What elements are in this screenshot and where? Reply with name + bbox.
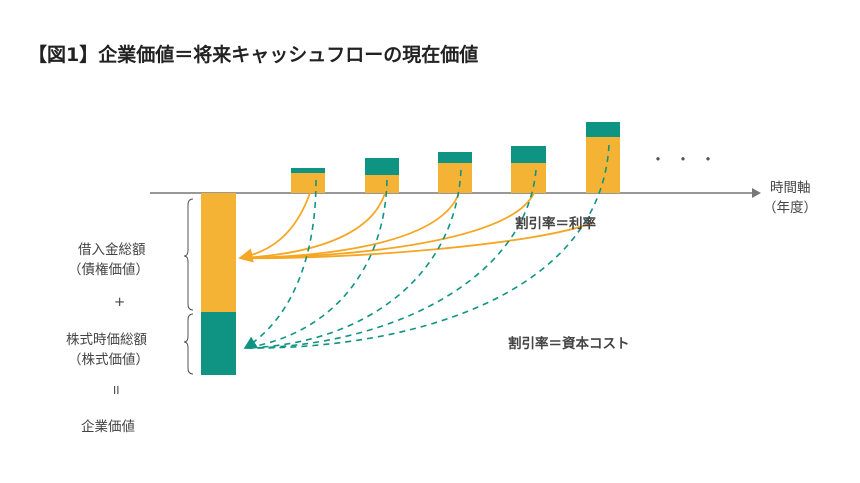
label-equals: II [113, 384, 120, 397]
cf-bar-1-equity [291, 168, 325, 173]
equity-discount-arrows [243, 144, 610, 349]
cf-bar-2-debt [365, 175, 399, 193]
cf-bar-5-debt [586, 137, 620, 193]
cf-bar-3-debt [438, 163, 472, 193]
continuation-ellipsis: ・・・ [650, 150, 726, 169]
cf-bar-5-equity [586, 122, 620, 137]
label-debt-value: （債権価値） [68, 262, 149, 278]
axis-label-year: （年度） [763, 200, 817, 216]
label-plus: + [114, 294, 126, 310]
annotation-debt-rate: 割引率＝利率 [515, 216, 596, 232]
cf-bar-4-equity [511, 146, 546, 163]
cashflow-bars [291, 122, 620, 193]
label-enterprise-value: 企業価値 [81, 419, 135, 435]
cf-bar-4-debt [511, 163, 546, 193]
pv-debt-bar [201, 193, 236, 312]
brace-debt [183, 198, 194, 311]
label-equity-value: （株式価値） [68, 352, 149, 368]
cf-bar-3-equity [438, 152, 472, 163]
figure-title: 【図1】企業価値＝将来キャッシュフローの現在価値 [28, 44, 479, 66]
debt-discount-arrows [238, 192, 595, 263]
label-market-cap: 株式時価総額 [66, 332, 147, 348]
label-debt-total: 借入金総額 [78, 242, 146, 258]
pv-equity-bar [201, 312, 236, 375]
brace-equity [183, 313, 194, 375]
axis-label-time: 時間軸 [770, 180, 811, 196]
annotation-equity-rate: 割引率＝資本コスト [508, 336, 630, 352]
cf-bar-2-equity [365, 158, 399, 175]
cf-bar-1-debt [291, 173, 325, 193]
axis-arrow-icon [752, 188, 761, 198]
